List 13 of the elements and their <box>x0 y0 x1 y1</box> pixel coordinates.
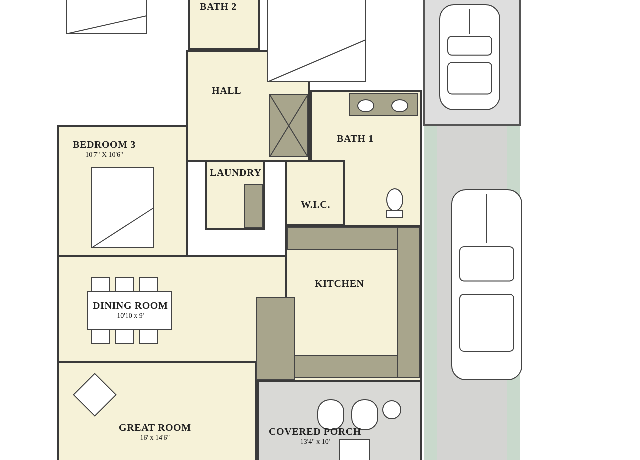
room-area <box>285 160 345 226</box>
room-name: BATH 2 <box>200 2 237 13</box>
room-name: KITCHEN <box>315 279 364 290</box>
room-name: W.I.C. <box>301 200 330 211</box>
room-name: BEDROOM 3 <box>73 140 136 151</box>
room-name: LAUNDRY <box>210 168 262 179</box>
room-area <box>57 361 257 460</box>
room-name: BATH 1 <box>337 134 374 145</box>
room-name: HALL <box>212 86 242 97</box>
room-area <box>188 0 260 50</box>
room-name: DINING ROOM <box>93 301 168 312</box>
room-name: GREAT ROOM <box>119 423 192 434</box>
room-name: COVERED PORCH <box>269 427 362 438</box>
